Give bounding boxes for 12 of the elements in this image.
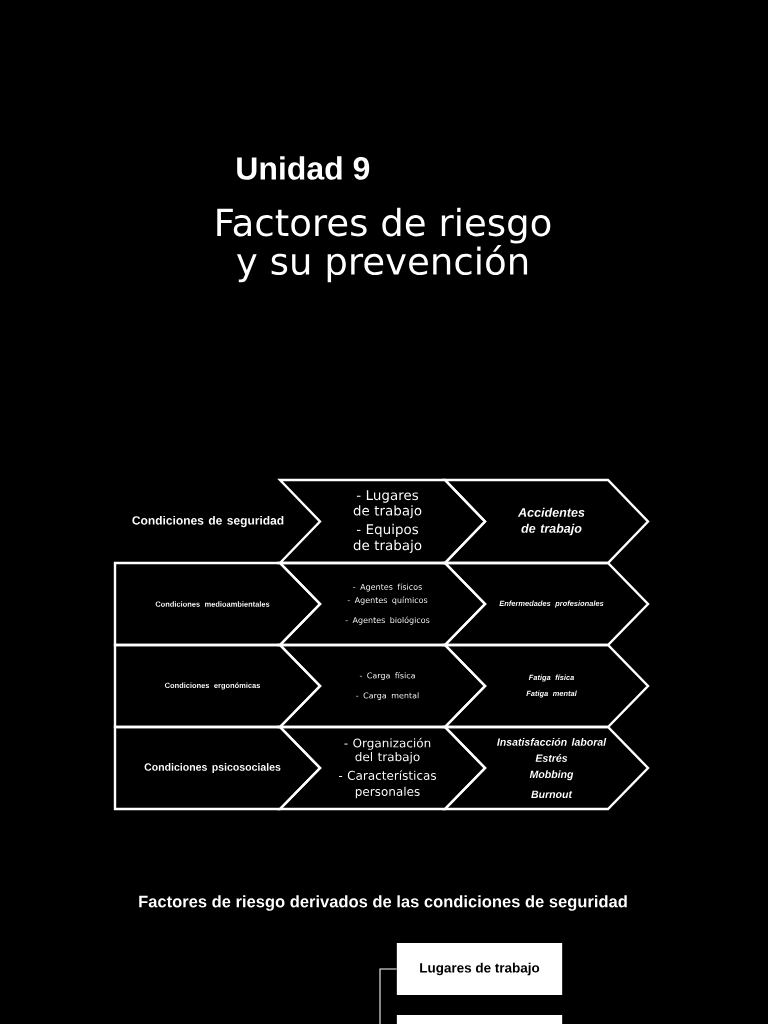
subtitle: Factores de riesgo y su prevención [217, 207, 551, 283]
title: Unidad 9 [237, 156, 370, 180]
process-box: Lugares de trabajo [396, 943, 563, 995]
row-heading: Condiciones de seguridad [132, 515, 284, 528]
connector-line [379, 968, 398, 1024]
process-box [396, 1015, 563, 1024]
chevron-box: Condiciones psicosociales [113, 725, 322, 811]
chevron-box: Insatisfacción laboral Estrés Mobbing Burnout [442, 725, 650, 811]
chevron-box: Accidentes de trabajo [442, 478, 650, 565]
section-heading: Factores de riesgo derivados de las condiciones de seguridad [139, 895, 627, 911]
chevron-box: - Agentes físicos - Agentes químicos - Agentes biológicos [277, 561, 487, 647]
chevron-box: - Carga física - Carga mental [277, 643, 487, 729]
